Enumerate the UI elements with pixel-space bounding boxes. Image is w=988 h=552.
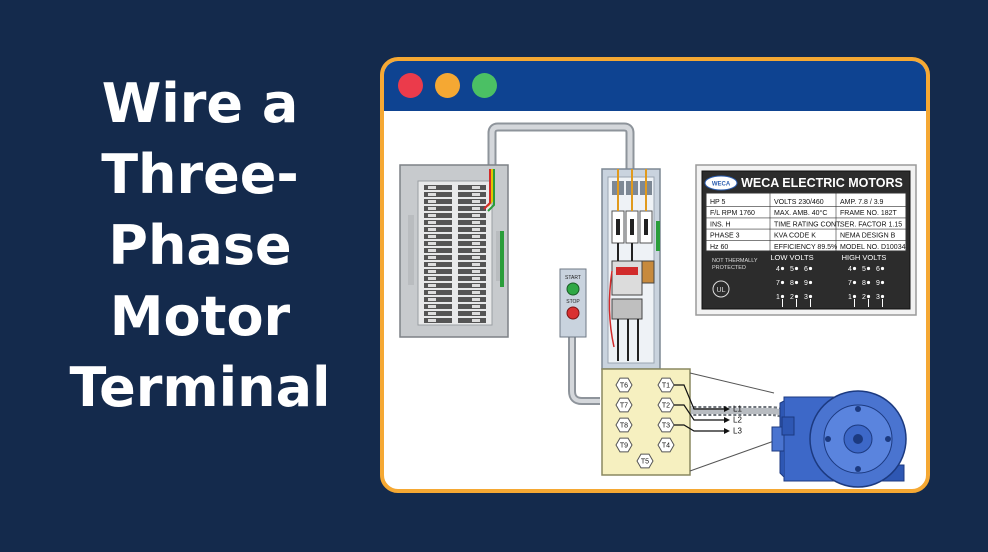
connection-terminal-number: 1 — [776, 294, 780, 301]
connection-terminal-number: 2 — [790, 294, 794, 301]
nameplate-spec-table: HP 5 VOLTS 230/460 AMP. 7.8 / 3.9F/L RPM 1… — [706, 193, 906, 251]
low-volts-label: LOW VOLTS — [770, 253, 813, 262]
line-label: L2 — [733, 416, 742, 425]
title-line-5: Terminal — [69, 356, 331, 419]
terminal-label: T6 — [620, 383, 628, 390]
not-protected-label: NOT THERMALLY — [712, 258, 758, 264]
nameplate-cell: NEMA DESIGN B — [840, 233, 896, 240]
terminal-label: T1 — [662, 383, 670, 390]
terminal-label: T7 — [620, 403, 628, 410]
connection-terminal-number: 4 — [848, 266, 852, 273]
terminal-lug — [657, 437, 675, 453]
terminal-label: T3 — [662, 423, 670, 430]
connection-terminal-number: 5 — [790, 266, 794, 273]
connection-terminal-number: 5 — [862, 266, 866, 273]
connection-terminal-number: 6 — [804, 266, 808, 273]
page-title: Wire a Three- Phase Motor Terminal — [40, 68, 360, 423]
start-button[interactable] — [566, 282, 580, 296]
terminal-label: T8 — [620, 423, 628, 430]
terminal-label: T9 — [620, 443, 628, 450]
nameplate-cell: Hz 60 — [710, 244, 728, 251]
high-volts-label: HIGH VOLTS — [842, 253, 887, 262]
nameplate-cell: F/L RPM 1760 — [710, 210, 755, 217]
nameplate-cell: KVA CODE K — [774, 233, 816, 240]
title-line-3: Phase — [108, 214, 292, 277]
connection-terminal-number: 8 — [790, 280, 794, 287]
title-line-2: Three- — [101, 143, 299, 206]
control-station: START STOP — [559, 268, 587, 338]
terminal-label: T5 — [641, 459, 649, 466]
illustration-window: START STOP WECA WECA ELECTRIC MOTORS HP … — [380, 57, 930, 493]
minimize-dot-icon — [435, 73, 460, 98]
terminal-lug — [615, 437, 633, 453]
low-volts-connection-grid: 4 5 6 7 8 9 1 2 3 — [776, 266, 813, 307]
not-protected-label-2: PROTECTED — [712, 265, 746, 271]
nameplate-cell: MAX. AMB. 40°C — [774, 209, 827, 217]
terminal-lug — [615, 377, 633, 393]
connection-terminal-number: 6 — [876, 266, 880, 273]
start-label: START — [565, 275, 581, 281]
nameplate-cell: TIME RATING CONT. — [774, 221, 842, 228]
connection-terminal-number: 3 — [804, 294, 808, 301]
terminal-label: T4 — [662, 443, 670, 450]
connection-terminal-number: 7 — [848, 280, 852, 287]
nameplate-cell: FRAME NO. 182T — [840, 210, 898, 217]
high-volts-connection-grid: 4 5 6 7 8 9 1 2 3 — [848, 266, 885, 307]
terminal-lug — [615, 397, 633, 413]
nameplate-brand: WECA ELECTRIC MOTORS — [741, 176, 903, 190]
line-label: L1 — [733, 405, 742, 414]
nameplate-cell: AMP. 7.8 / 3.9 — [840, 199, 884, 206]
ul-mark: UL — [717, 287, 726, 294]
nameplate-cell: SER. FACTOR 1.15 — [840, 221, 902, 228]
terminal-lug — [657, 377, 675, 393]
nameplate-cell: PHASE 3 — [710, 233, 740, 240]
terminal-lug — [657, 397, 675, 413]
wiring-diagram: START STOP WECA WECA ELECTRIC MOTORS HP … — [399, 122, 917, 488]
electric-motor — [771, 390, 907, 488]
nameplate-logo: WECA — [712, 182, 731, 188]
connection-terminal-number: 8 — [862, 280, 866, 287]
terminal-lug — [636, 453, 654, 469]
connection-terminal-number: 1 — [848, 294, 852, 301]
connection-terminal-number: 9 — [876, 280, 880, 287]
window-titlebar — [384, 61, 926, 111]
connection-terminal-number: 7 — [776, 280, 780, 287]
nameplate-cell: MODEL NO. D10034 — [840, 244, 906, 251]
stop-label: STOP — [566, 299, 580, 305]
stop-button[interactable] — [566, 306, 580, 320]
title-line-4: Motor — [109, 285, 291, 348]
maximize-dot-icon — [472, 73, 497, 98]
motor-nameplate: WECA WECA ELECTRIC MOTORS HP 5 VOLTS 230/… — [695, 164, 917, 316]
nameplate-cell: EFFICIENCY 89.5% — [774, 244, 837, 251]
connection-terminal-number: 4 — [776, 266, 780, 273]
connection-terminal-number: 3 — [876, 294, 880, 301]
nameplate-cell: HP 5 — [710, 199, 726, 206]
connection-terminal-number: 2 — [862, 294, 866, 301]
breaker-panel — [399, 164, 509, 338]
connection-terminal-number: 9 — [804, 280, 808, 287]
nameplate-cell: INS. H — [710, 221, 731, 228]
terminal-lug — [657, 417, 675, 433]
title-line-1: Wire a — [101, 72, 299, 135]
nameplate-cell: VOLTS 230/460 — [774, 199, 824, 206]
line-label: L3 — [733, 427, 742, 436]
motor-starter-enclosure — [601, 168, 661, 370]
close-dot-icon — [398, 73, 423, 98]
terminal-lug — [615, 417, 633, 433]
terminal-label: T2 — [662, 403, 670, 410]
